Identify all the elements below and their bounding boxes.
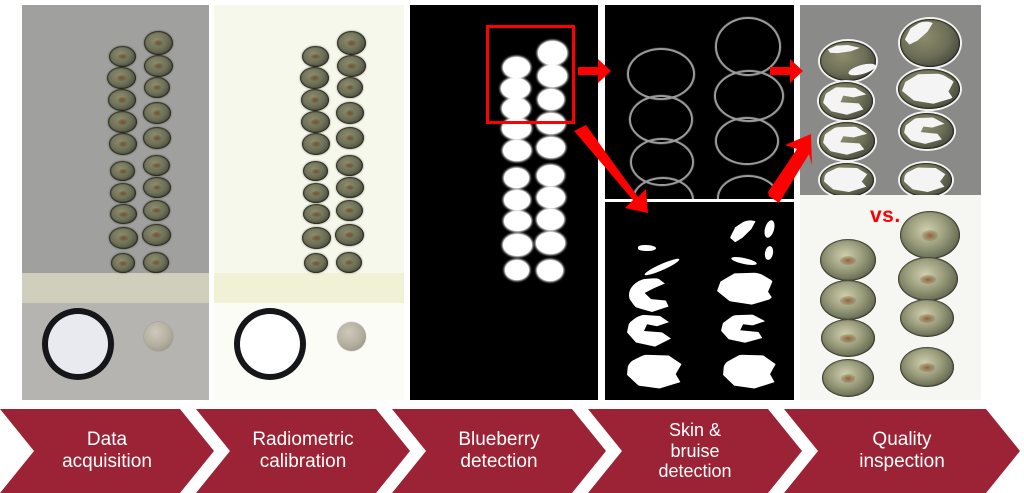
subpanel-skin-detection (605, 5, 794, 199)
panel-blueberry-detection-mask (410, 5, 598, 400)
pipeline-ribbon: Data acquisition Radiometric calibration… (0, 409, 1024, 493)
white-reflectance-disc (234, 308, 306, 380)
chevron-label-radiometric-calibration: Radiometric calibration (252, 428, 354, 472)
subpanel-divider (605, 199, 794, 202)
chevron-label-quality-inspection: Quality inspection (859, 428, 945, 472)
arrow-skin-to-quality (770, 59, 803, 83)
panel-skin-bruise-detection (605, 5, 794, 400)
arrow-detection-to-skin (578, 59, 611, 83)
coin-reference (144, 322, 173, 351)
chevron-label-blueberry-detection: Blueberry detection (458, 428, 540, 472)
panel-quality-inspection: vs. (800, 5, 981, 400)
chevron-blueberry-detection[interactable]: Blueberry detection (392, 409, 606, 493)
chevron-radiometric-calibration[interactable]: Radiometric calibration (196, 409, 410, 493)
vs-annotation-label: vs. (870, 204, 901, 227)
coin-reference (337, 322, 366, 351)
panel-radiometric-calibration (214, 5, 404, 400)
subpanel-classification-overlay (800, 5, 981, 195)
subpanel-ground-truth: vs. (800, 195, 981, 400)
tape-band (22, 273, 209, 303)
subpanel-bruise-detection (605, 202, 794, 400)
chevron-data-acquisition[interactable]: Data acquisition (0, 409, 214, 493)
tape-band (214, 273, 404, 303)
chevron-quality-inspection[interactable]: Quality inspection (784, 409, 1020, 493)
region-of-interest-box (486, 25, 575, 124)
arrow-bruise-to-quality (768, 134, 812, 203)
chevron-label-data-acquisition: Data acquisition (62, 428, 152, 472)
chevron-label-skin-bruise-detection: Skin & bruise detection (658, 419, 732, 482)
white-reflectance-disc (42, 308, 114, 380)
panel-raw-acquisition (22, 5, 209, 400)
arrow-detection-to-bruise (574, 125, 648, 213)
chevron-skin-bruise-detection[interactable]: Skin & bruise detection (588, 409, 802, 493)
